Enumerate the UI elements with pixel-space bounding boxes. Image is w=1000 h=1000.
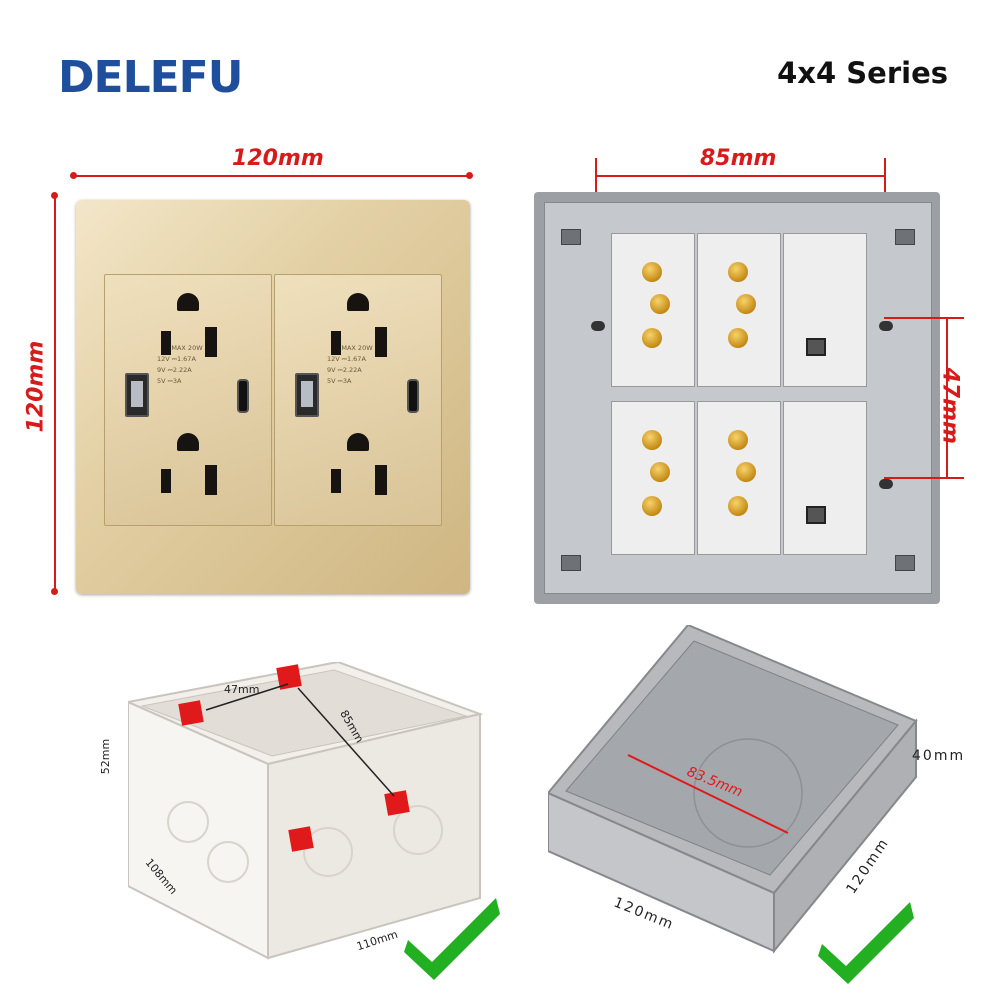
terminal-screw [642,328,662,348]
mounting-hole [879,479,893,489]
mounting-hole [879,321,893,331]
terminal-block [611,233,695,387]
usb-module-back [783,233,867,387]
check-icon [818,902,914,984]
terminal-block [697,401,781,555]
corner-clip [561,229,581,245]
white-box-depth: 52mm [99,738,113,775]
usb-terminal [806,338,826,356]
outlet-module-left: MAX 20W 12V ⎓1.67A 9V ⎓2.22A 5V ⎓3A [104,274,272,526]
charging-spec: MAX 20W 12V ⎓1.67A 9V ⎓2.22A 5V ⎓3A [157,343,217,387]
series-title: 4x4 Series [777,56,948,90]
ground-hole [177,293,199,311]
ground-hole [177,433,199,451]
wall-plate-front: MAX 20W 12V ⎓1.67A 9V ⎓2.22A 5V ⎓3A MAX … [76,200,470,594]
neutral-slot [161,331,171,355]
terminal-screw [650,462,670,482]
usb-a-port [125,373,149,417]
hot-slot [205,327,217,357]
usb-terminal [806,506,826,524]
terminal-screw [642,496,662,516]
usb-c-port [407,379,419,413]
terminal-screw [728,328,748,348]
white-box-pitch-horizontal: 47mm [224,683,260,696]
mounting-hole [591,321,605,331]
terminal-screw [728,262,748,282]
check-icon [404,898,500,980]
neutral-slot [331,469,341,493]
corner-clip [895,555,915,571]
front-height-line [54,196,56,594]
metal-junction-box: 83.5mm [548,625,918,954]
spec-line: 12V ⎓1.67A [327,355,366,363]
corner-clip [561,555,581,571]
back-height-label: 47mm [937,367,963,444]
front-width-line [74,175,472,177]
terminal-block [697,233,781,387]
front-height-label: 120mm [23,340,49,433]
ground-hole [347,293,369,311]
hot-slot [375,327,387,357]
spec-line: 9V ⎓2.22A [327,366,362,374]
front-height-dot-top [51,192,58,199]
terminal-screw [728,430,748,450]
brand-name: DELEFU [58,52,243,103]
front-width-dot-left [70,172,77,179]
terminal-screw [736,294,756,314]
terminal-screw [728,496,748,516]
charging-spec: MAX 20W 12V ⎓1.67A 9V ⎓2.22A 5V ⎓3A [327,343,387,387]
hot-slot [205,465,217,495]
back-width-label: 85mm [700,146,777,171]
terminal-screw [642,262,662,282]
neutral-slot [161,469,171,493]
back-height-tick-bottom [884,477,964,479]
back-width-line [596,175,886,177]
white-junction-box [128,662,484,960]
spec-line: 9V ⎓2.22A [157,366,192,374]
ground-hole [347,433,369,451]
spec-line: 5V ⎓3A [157,377,182,385]
spec-title: MAX 20W [341,344,373,352]
terminal-block [611,401,695,555]
wall-plate-back [534,192,940,604]
spec-title: MAX 20W [171,344,203,352]
outlet-module-right: MAX 20W 12V ⎓1.67A 9V ⎓2.22A 5V ⎓3A [274,274,442,526]
corner-clip [895,229,915,245]
metal-box-depth: 40mm [912,748,966,764]
usb-c-port [237,379,249,413]
front-width-label: 120mm [232,146,324,171]
neutral-slot [331,331,341,355]
terminal-screw [736,462,756,482]
spec-line: 5V ⎓3A [327,377,352,385]
usb-a-port [295,373,319,417]
hot-slot [375,465,387,495]
terminal-screw [642,430,662,450]
front-width-dot-right [466,172,473,179]
terminal-screw [650,294,670,314]
back-height-line [946,317,948,479]
back-height-tick-top [884,317,964,319]
spec-line: 12V ⎓1.67A [157,355,196,363]
front-height-dot-bottom [51,588,58,595]
usb-module-back [783,401,867,555]
brand-logo: DELEFU [58,52,243,103]
back-frame [544,202,932,594]
